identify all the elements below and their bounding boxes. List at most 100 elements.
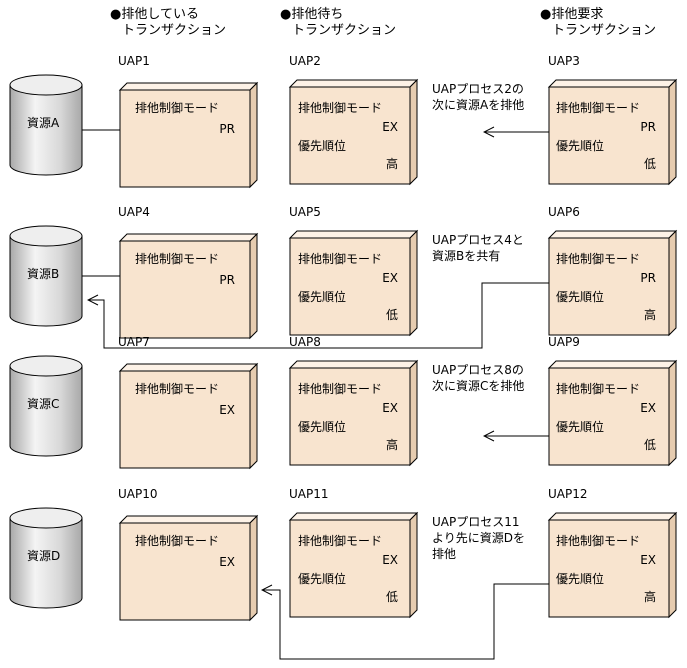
row2-waiting-mode: EX: [382, 271, 398, 285]
row2-waiting-priority-label: 優先順位: [298, 290, 347, 304]
row3-requesting-box-face: [548, 367, 670, 466]
row3-requesting-mode-label: 排他制御モード: [556, 382, 641, 396]
row4-requesting-mode: EX: [640, 553, 656, 567]
row2-holding-box-side: [249, 232, 258, 340]
row4-note-line-2: より先に資源Dを: [432, 531, 526, 545]
row1-holding-box-face: [119, 89, 251, 188]
row2-requesting-mode: PR: [640, 271, 656, 285]
row2-waiting-priority: 低: [385, 308, 398, 322]
row4-resource-label: 資源D: [27, 549, 61, 563]
row3-requesting-box-top: [547, 360, 678, 369]
row4-holding-mode-label: 排他制御モード: [135, 534, 220, 548]
row3-waiting-mode-label: 排他制御モード: [298, 382, 383, 396]
row1-holding-box-top: [118, 82, 259, 91]
row4-holding-box-top: [118, 515, 259, 524]
row1-requesting-priority-label: 優先順位: [556, 139, 605, 153]
row1-waiting-name: UAP2: [289, 54, 321, 68]
row1-requesting-box-face: [548, 86, 670, 185]
row1-resource-body: [9, 84, 83, 176]
row3-note-line-1: UAPプロセス8の: [432, 363, 524, 377]
row1-holding-name: UAP1: [118, 54, 150, 68]
row2-holding-name: UAP4: [118, 205, 150, 219]
row2-requesting-box-face: [548, 237, 670, 336]
row2-requesting-box-side: [668, 229, 677, 337]
row3-holding-box-top: [118, 363, 259, 372]
row1-holding-mode: PR: [219, 122, 235, 136]
row3-requesting-box-side: [668, 359, 677, 467]
row3-resource-top: [9, 355, 83, 377]
row1-requesting-box-side: [668, 78, 677, 186]
row2-requesting-box-top: [547, 230, 678, 239]
row1-waiting-box-side: [409, 78, 418, 186]
row2-requesting-priority: 高: [643, 308, 656, 322]
row2-share-arrow: [88, 282, 549, 349]
row4-requesting-box-top: [547, 512, 678, 521]
row3-holding-mode-label: 排他制御モード: [135, 382, 220, 396]
row2-waiting-box-side: [409, 229, 418, 337]
row3-resource-label: 資源C: [27, 397, 60, 411]
row3-waiting-mode: EX: [382, 401, 398, 415]
row1-holding-box-side: [249, 81, 258, 189]
row3-holding-mode: EX: [219, 403, 235, 417]
row2-requesting-priority-label: 優先順位: [556, 290, 605, 304]
row4-holding-name: UAP10: [118, 487, 158, 501]
row1-waiting-mode-label: 排他制御モード: [298, 101, 383, 115]
row1-requesting-mode: PR: [640, 120, 656, 134]
row4-requesting-priority: 高: [643, 590, 656, 604]
row1-waiting-priority: 高: [385, 157, 398, 171]
row2-holding-mode-label: 排他制御モード: [135, 252, 220, 266]
row2-waiting-box-face: [289, 237, 411, 336]
row2-holding-mode: PR: [219, 273, 235, 287]
row4-requesting-name: UAP12: [548, 487, 588, 501]
row4-requesting-priority-label: 優先順位: [556, 572, 605, 586]
row4-waiting-box-face: [289, 519, 411, 618]
header-requesting-subtitle: トランザクション: [552, 23, 657, 38]
row4-requesting-box-side: [668, 511, 677, 619]
row3-requesting-priority: 低: [643, 438, 656, 452]
row3-waiting-priority-label: 優先順位: [298, 420, 347, 434]
row1-requesting-priority: 低: [643, 157, 656, 171]
header-requesting-title: ●排他要求: [540, 7, 604, 22]
row4-holding-box-face: [119, 522, 251, 621]
row1-resource-top: [9, 74, 83, 96]
row4-waiting-name: UAP11: [289, 487, 329, 501]
row4-holding-box-side: [249, 514, 258, 622]
row1-waiting-box-face: [289, 86, 411, 185]
row1-waiting-priority-label: 優先順位: [298, 139, 347, 153]
row2-holding-box-face: [119, 240, 251, 339]
header-holding-subtitle: トランザクション: [122, 23, 227, 38]
row3-requesting-name: UAP9: [548, 335, 580, 349]
row2-note-line-2: 資源Bを共有: [432, 249, 501, 263]
row2-holding-box-top: [118, 233, 259, 242]
row1-holding-mode-label: 排他制御モード: [135, 101, 220, 115]
row4-waiting-mode: EX: [382, 553, 398, 567]
row1-note-line-1: UAPプロセス2の: [432, 82, 524, 96]
row4-request-arrow: [262, 583, 549, 660]
row3-waiting-name: UAP8: [289, 335, 321, 349]
row2-resource-label: 資源B: [27, 267, 60, 281]
row4-waiting-mode-label: 排他制御モード: [298, 534, 383, 548]
row2-resource-body: [9, 235, 83, 327]
row2-note-line-1: UAPプロセス4と: [432, 233, 524, 247]
row3-holding-box-side: [249, 362, 258, 470]
row1-requesting-box-top: [547, 79, 678, 88]
row3-waiting-box-side: [409, 359, 418, 467]
row4-resource-body: [9, 517, 83, 609]
row2-resource-top: [9, 225, 83, 247]
row3-holding-box-face: [119, 370, 251, 469]
row2-requesting-mode-label: 排他制御モード: [556, 252, 641, 266]
row1-requesting-name: UAP3: [548, 54, 580, 68]
row1-waiting-box-top: [288, 79, 419, 88]
row4-waiting-box-top: [288, 512, 419, 521]
row4-note-line-3: 排他: [432, 547, 457, 561]
row3-requesting-mode: EX: [640, 401, 656, 415]
row2-waiting-box-top: [288, 230, 419, 239]
row2-waiting-name: UAP5: [289, 205, 321, 219]
row1-resource-label: 資源A: [27, 116, 60, 130]
row4-waiting-priority-label: 優先順位: [298, 572, 347, 586]
row4-waiting-priority: 低: [385, 590, 398, 604]
header-holding-title: ●排他している: [110, 7, 199, 22]
row4-holding-mode: EX: [219, 555, 235, 569]
row4-resource-top: [9, 507, 83, 529]
